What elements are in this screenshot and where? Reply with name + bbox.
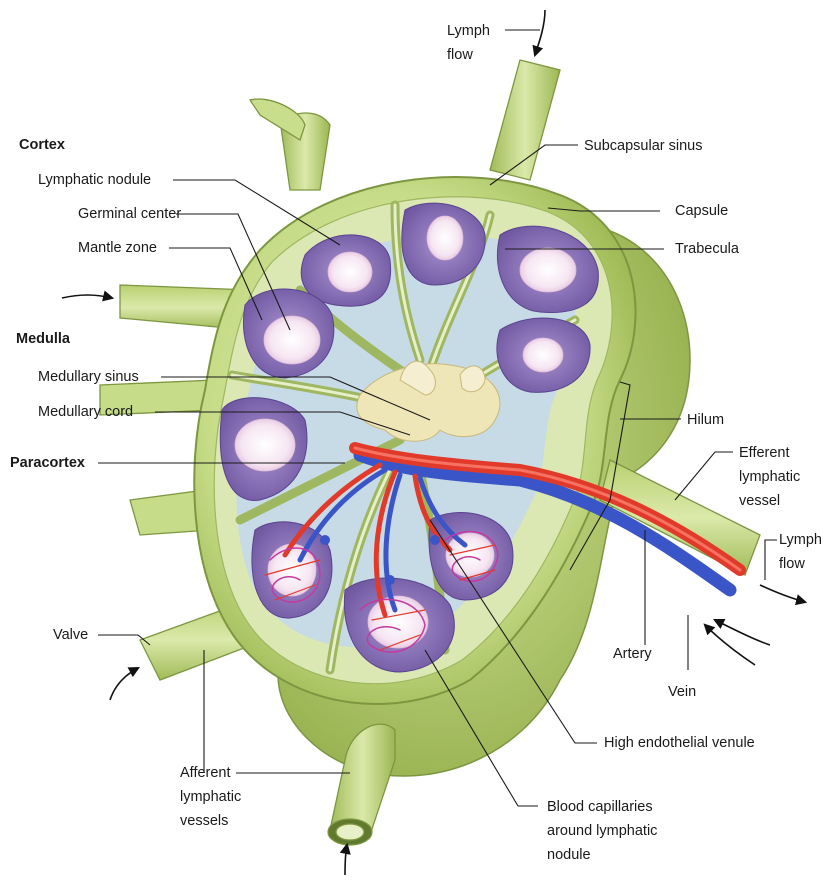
label-efferent-line1: Efferent — [739, 445, 790, 461]
label-lymphatic-nodule: Lymphatic nodule — [38, 172, 152, 188]
label-capsule: Capsule — [675, 203, 729, 219]
label-lymph-flow-top-line2: flow — [447, 47, 473, 63]
medullary-cords — [356, 360, 501, 442]
label-efferent-line2: lymphatic — [739, 469, 801, 485]
label-subcapsular-sinus: Subcapsular sinus — [584, 138, 703, 154]
label-artery: Artery — [613, 646, 652, 662]
label-cortex: Cortex — [19, 137, 65, 153]
label-blood-capillaries-line1: Blood capillaries — [547, 799, 653, 815]
label-lymph-flow-right-line1: Lymph — [779, 532, 822, 548]
label-vein: Vein — [668, 684, 697, 700]
lymphatic-vessels — [99, 59, 761, 846]
label-medullary-cord: Medullary cord — [38, 404, 134, 420]
label-afferent-line3: vessels — [180, 813, 229, 829]
label-afferent-line1: Afferent — [180, 765, 231, 781]
leader-lines — [98, 29, 777, 807]
label-afferent-line2: lymphatic — [180, 789, 242, 805]
label-mantle-zone: Mantle zone — [78, 240, 157, 256]
label-trabecula: Trabecula — [675, 241, 739, 257]
label-efferent-line3: vessel — [739, 493, 781, 509]
flow-arrows — [61, 9, 808, 876]
label-medulla: Medulla — [16, 331, 70, 347]
label-paracortex: Paracortex — [10, 455, 85, 471]
label-medullary-sinus: Medullary sinus — [38, 369, 139, 385]
label-hilum: Hilum — [687, 412, 725, 428]
label-lymph-flow-right-line2: flow — [779, 556, 805, 572]
label-germinal-center: Germinal center — [78, 206, 182, 222]
label-blood-capillaries-line3: nodule — [547, 847, 591, 863]
label-lymph-flow-top-line1: Lymph — [447, 23, 490, 39]
label-valve: Valve — [53, 627, 89, 643]
label-blood-capillaries-line2: around lymphatic — [547, 823, 658, 839]
label-high-endothelial-venule: High endothelial venule — [604, 735, 755, 751]
